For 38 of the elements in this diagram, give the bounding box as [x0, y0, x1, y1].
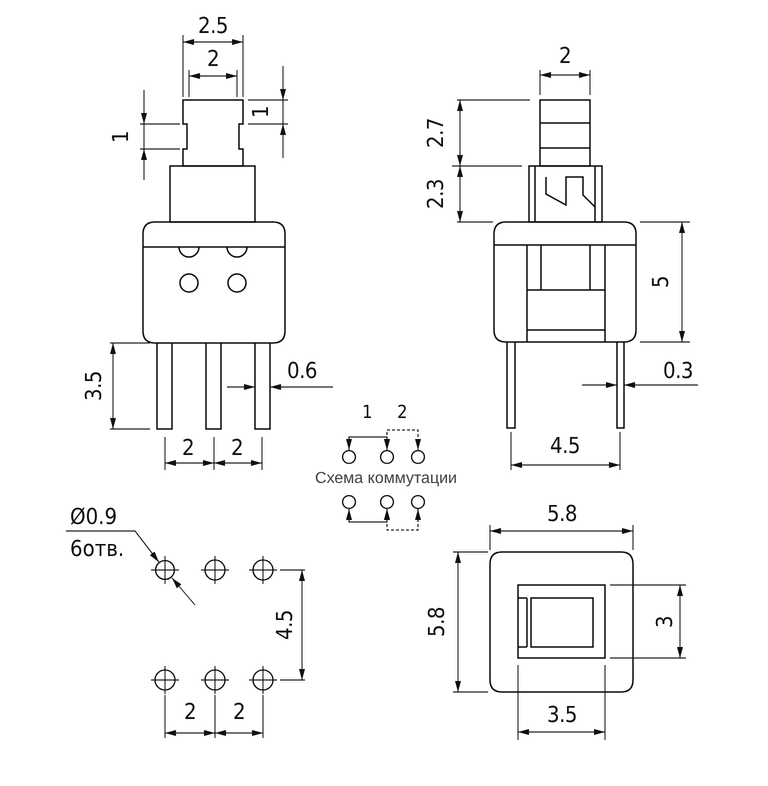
dimension-label: 1	[251, 106, 273, 118]
dimension-label: 2.3	[426, 179, 448, 209]
switching-connector	[346, 436, 390, 450]
switching-connector	[346, 508, 390, 522]
dimension-label: 5.8	[547, 504, 577, 526]
dimension-label: 4.5	[550, 436, 580, 458]
dimension-label: 3.5	[84, 371, 106, 401]
dimension-label: 2	[230, 438, 244, 460]
dimension-label: 0.6	[287, 361, 317, 383]
terminal-number: 1	[362, 404, 372, 422]
dimension-label: 3.5	[547, 705, 577, 727]
dimension-label: 2	[182, 438, 194, 460]
dimension-label: 5	[651, 276, 673, 288]
contact-circle	[411, 450, 425, 464]
dimension-label: 2	[558, 46, 572, 68]
contact-circle	[380, 450, 394, 464]
hole-count-label: 6отв.	[70, 539, 124, 561]
terminal-number: 2	[397, 404, 407, 422]
dimension-label: 3	[655, 616, 677, 628]
dimension-label: 0.3	[663, 361, 693, 383]
contact-circle	[411, 495, 425, 509]
mounting-hole	[151, 556, 179, 584]
dimension-label: 2.5	[198, 16, 228, 38]
dimension-label: 2	[184, 702, 196, 724]
leader-line	[66, 530, 160, 563]
contact-circle	[380, 495, 394, 509]
dimension-label: 2	[232, 702, 246, 724]
contact-circle	[342, 495, 356, 509]
diameter-label: Ø0.9	[70, 507, 118, 529]
contact-circle	[342, 450, 356, 464]
dimension-label: 2	[206, 49, 220, 71]
dimension-label: 4.5	[275, 610, 297, 640]
diagram-caption: Схема коммутации	[315, 471, 457, 487]
dimension-label: 2.7	[426, 118, 448, 148]
dimension-label: 5.8	[427, 607, 449, 637]
switching-connector	[384, 430, 421, 450]
switching-connector	[384, 508, 421, 530]
dimension-label: 1	[111, 130, 133, 144]
